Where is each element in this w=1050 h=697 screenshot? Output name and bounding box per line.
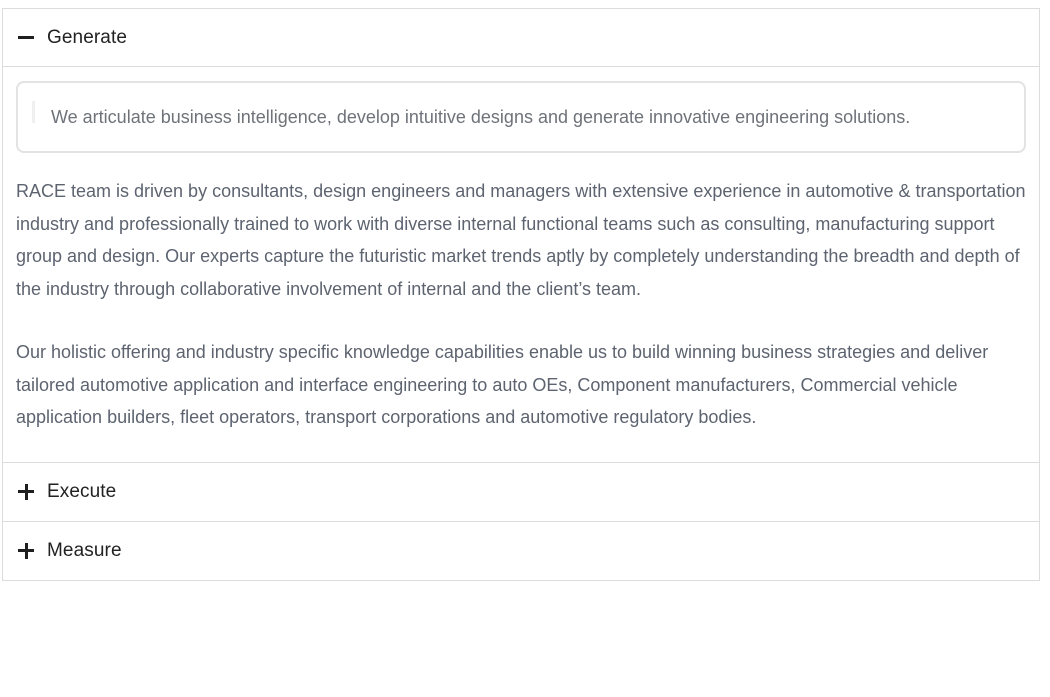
body-paragraph-2: Our holistic offering and industry speci… <box>16 342 989 427</box>
blockquote-text: We articulate business intelligence, dev… <box>51 107 911 127</box>
accordion-title-execute: Execute <box>47 480 117 502</box>
accordion-title-generate: Generate <box>47 26 128 48</box>
accordion-header-generate[interactable]: Generate <box>3 9 1039 67</box>
blockquote: We articulate business intelligence, dev… <box>16 81 1026 153</box>
accordion-item-measure: Measure <box>3 521 1039 581</box>
body-paragraph-1: RACE team is driven by consultants, desi… <box>16 181 1026 299</box>
accordion-item-execute: Execute <box>3 462 1039 522</box>
accordion-header-execute[interactable]: Execute <box>3 462 1039 522</box>
minus-icon <box>18 30 34 46</box>
accordion-header-measure[interactable]: Measure <box>3 521 1039 581</box>
accordion: Generate We articulate business intellig… <box>2 8 1040 581</box>
accordion-item-generate: Generate We articulate business intellig… <box>3 9 1039 463</box>
plus-icon <box>18 483 34 500</box>
accordion-title-measure: Measure <box>47 539 122 561</box>
accordion-panel-generate: We articulate business intelligence, dev… <box>3 67 1039 463</box>
plus-icon <box>18 542 34 559</box>
